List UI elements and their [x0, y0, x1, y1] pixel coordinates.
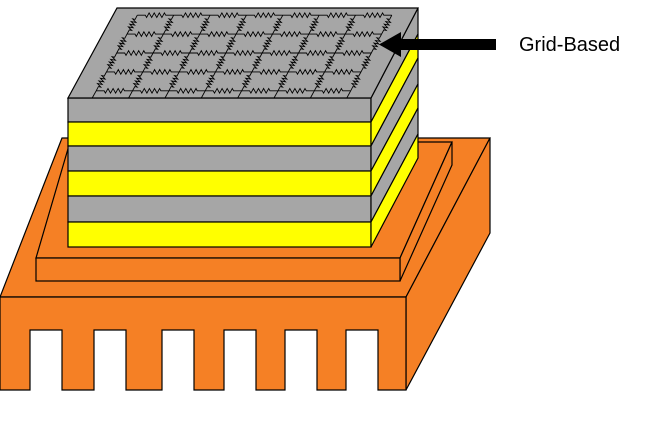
arrow-head — [379, 32, 401, 57]
grid-resistor — [95, 71, 107, 92]
grid-resistor — [360, 52, 372, 73]
spreader-front-face — [35, 257, 401, 282]
grid-resistor — [241, 87, 278, 95]
grid-resistor — [179, 68, 216, 76]
grid-resistor — [308, 14, 320, 35]
grid-lead — [164, 90, 170, 99]
grid-resistor — [152, 33, 164, 54]
grid-lead — [91, 90, 97, 99]
grid-resistor — [168, 87, 206, 95]
grid-resistor — [345, 30, 382, 38]
grid-resistor — [199, 14, 211, 35]
resistor-grid — [91, 11, 393, 99]
grid-resistor — [261, 33, 273, 54]
grid-resistor — [205, 87, 242, 95]
grid-resistor — [210, 11, 247, 19]
grid-resistor — [298, 49, 335, 57]
metal-layer-2-front — [67, 145, 372, 172]
grid-lead — [346, 90, 352, 99]
grid-resistor — [168, 71, 180, 92]
grid-resistor — [251, 68, 289, 76]
heatsink-front-face — [0, 296, 407, 391]
dielectric-layer-2-front — [67, 170, 372, 197]
grid-resistor — [215, 52, 227, 73]
grid-resistor — [241, 71, 253, 92]
grid-resistor — [127, 30, 164, 38]
grid-resistor — [314, 87, 351, 95]
grid-resistor — [225, 33, 237, 54]
grid-resistor — [350, 71, 362, 92]
grid-resistor — [272, 30, 309, 38]
grid-resistor — [116, 49, 154, 57]
grid-resistor — [277, 71, 289, 92]
grid-resistor — [132, 87, 169, 95]
grid-resistor — [163, 14, 175, 35]
grid-resistor — [153, 49, 190, 57]
grid-resistor — [215, 68, 252, 76]
grid-resistor — [199, 30, 237, 38]
grid-resistor — [334, 33, 346, 54]
grid-lead — [310, 90, 315, 99]
grid-resistor — [246, 11, 283, 19]
grid-resistor — [178, 52, 190, 73]
grid-resistor — [189, 49, 226, 57]
grid-resistor — [225, 49, 263, 57]
grid-lead — [273, 90, 279, 99]
grid-resistor — [355, 11, 392, 19]
grid-resistor — [308, 30, 346, 38]
grid-resistor — [262, 49, 299, 57]
grid-resistor — [251, 52, 263, 73]
grid-based-label: Grid-Based — [519, 34, 621, 56]
pointer-arrow — [379, 32, 496, 57]
grid-resistor — [96, 87, 133, 95]
dielectric-layer-1-front — [67, 121, 372, 147]
grid-resistor — [106, 68, 143, 76]
grid-resistor — [204, 71, 216, 92]
dielectric-layer-3-front — [67, 221, 372, 248]
grid-resistor — [142, 52, 154, 73]
grid-resistor — [287, 52, 299, 73]
grid-resistor — [106, 52, 118, 73]
grid-resistor — [163, 30, 200, 38]
grid-resistor — [298, 33, 310, 54]
dielectric-layer-3-side — [370, 133, 419, 248]
grid-resistor — [126, 14, 138, 35]
grid-resistor — [132, 71, 144, 92]
grid-resistor — [116, 33, 128, 54]
grid-resistor — [319, 11, 356, 19]
grid-resistor — [189, 33, 201, 54]
grid-lead — [200, 90, 206, 99]
grid-resistor — [278, 87, 315, 95]
grid-resistor — [282, 11, 320, 19]
grid-resistor — [142, 68, 180, 76]
grid-resistor — [334, 49, 372, 57]
metal-layer-3-front — [67, 195, 372, 223]
grid-resistor — [313, 71, 325, 92]
arrow-shaft — [400, 39, 496, 50]
grid-resistor — [344, 14, 356, 35]
grid-top-face — [66, 7, 419, 99]
grid-resistor — [288, 68, 325, 76]
grid-resistor — [324, 52, 336, 73]
grid-resistor — [370, 33, 382, 54]
grid-resistor — [235, 14, 247, 35]
grid-lead — [128, 90, 133, 99]
grid-resistor — [324, 68, 361, 76]
grid-resistor — [173, 11, 210, 19]
metal-layer-1-front — [67, 97, 372, 123]
grid-resistor — [137, 11, 174, 19]
grid-resistor — [381, 14, 393, 35]
grid-resistor — [272, 14, 284, 35]
grid-lead — [237, 90, 242, 99]
grid-resistor — [236, 30, 273, 38]
